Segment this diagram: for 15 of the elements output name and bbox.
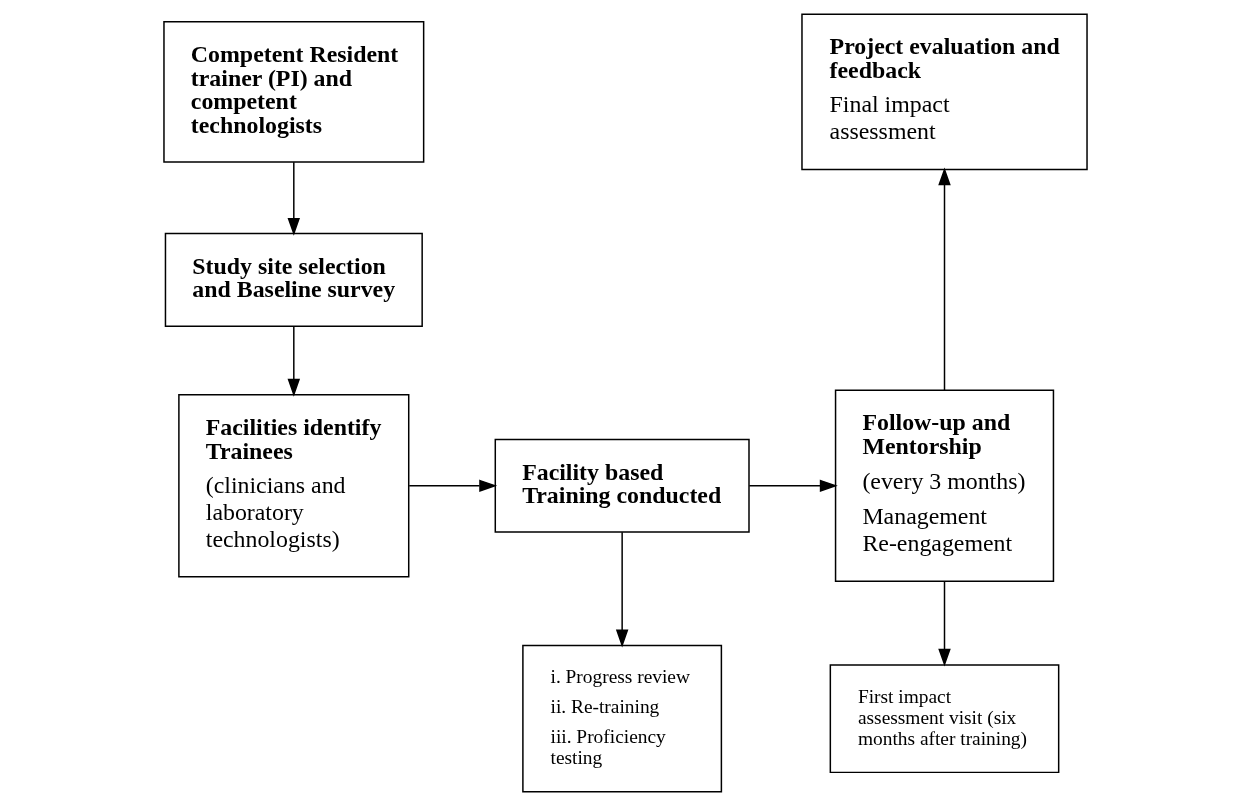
node-box: Facility based Training conducted: [494, 438, 750, 533]
arrow: [408, 479, 498, 493]
node-box: Facilities identify Trainees (clinicians and laboratory technologists): [178, 394, 410, 578]
node-box: First impact assessment visit (six months after training): [829, 664, 1060, 774]
arrow: [615, 531, 629, 648]
node-box: Project evaluation and feedback Final impact assessment: [801, 13, 1088, 171]
node-box: Competent Resident trainer (PI) and competent technologists: [163, 20, 425, 163]
node-box: i. Progress review ii. Re-training iii. Proficiency testing: [522, 644, 723, 793]
node-box: Follow-up and Mentorship (every 3 months) Management Re-engagement: [834, 389, 1055, 583]
arrow: [938, 580, 951, 667]
arrow: [938, 167, 951, 391]
arrow: [748, 479, 838, 493]
node-box: Study site selection and Baseline survey: [164, 232, 423, 327]
arrow: [287, 325, 301, 397]
arrow: [287, 161, 301, 236]
